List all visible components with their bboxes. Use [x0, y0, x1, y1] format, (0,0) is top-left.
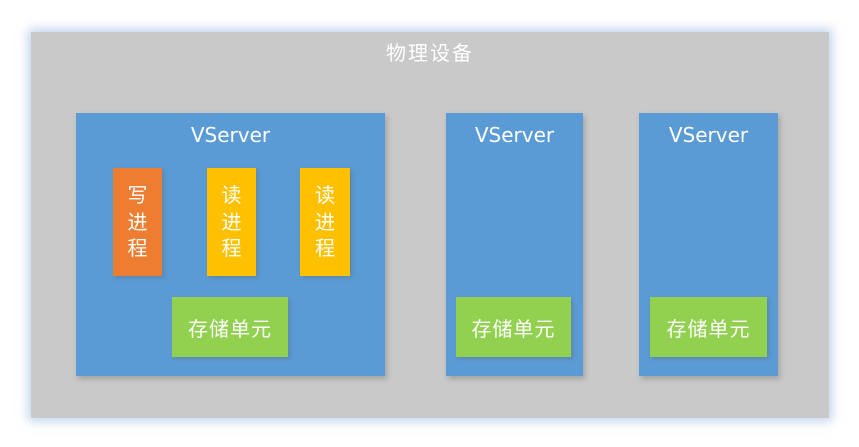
- read-process-label: 读进程: [315, 183, 335, 261]
- physical-device-box: 物理设备 VServer 写进程 读进程 读进程 存储单元 VServer 存储…: [31, 32, 829, 418]
- write-process-label: 写进程: [127, 183, 148, 261]
- storage-unit-box: 存储单元: [456, 297, 571, 357]
- storage-unit-label: 存储单元: [471, 316, 556, 341]
- storage-unit-box: 存储单元: [172, 297, 288, 357]
- vserver-title: VServer: [190, 123, 271, 147]
- read-process-box: 读进程: [207, 168, 256, 276]
- storage-unit-label: 存储单元: [188, 316, 272, 341]
- vserver-title: VServer: [474, 123, 555, 147]
- storage-unit-box: 存储单元: [650, 297, 767, 357]
- read-process-label: 读进程: [221, 183, 242, 261]
- vserver-box-3: VServer 存储单元: [639, 113, 778, 376]
- read-process-box: 读进程: [300, 168, 350, 276]
- vserver-box-1: VServer 写进程 读进程 读进程 存储单元: [76, 113, 385, 376]
- write-process-box: 写进程: [113, 168, 162, 276]
- storage-unit-label: 存储单元: [666, 316, 751, 341]
- physical-device-title: 物理设备: [386, 41, 474, 65]
- vserver-title: VServer: [668, 123, 749, 147]
- vserver-box-2: VServer 存储单元: [446, 113, 583, 376]
